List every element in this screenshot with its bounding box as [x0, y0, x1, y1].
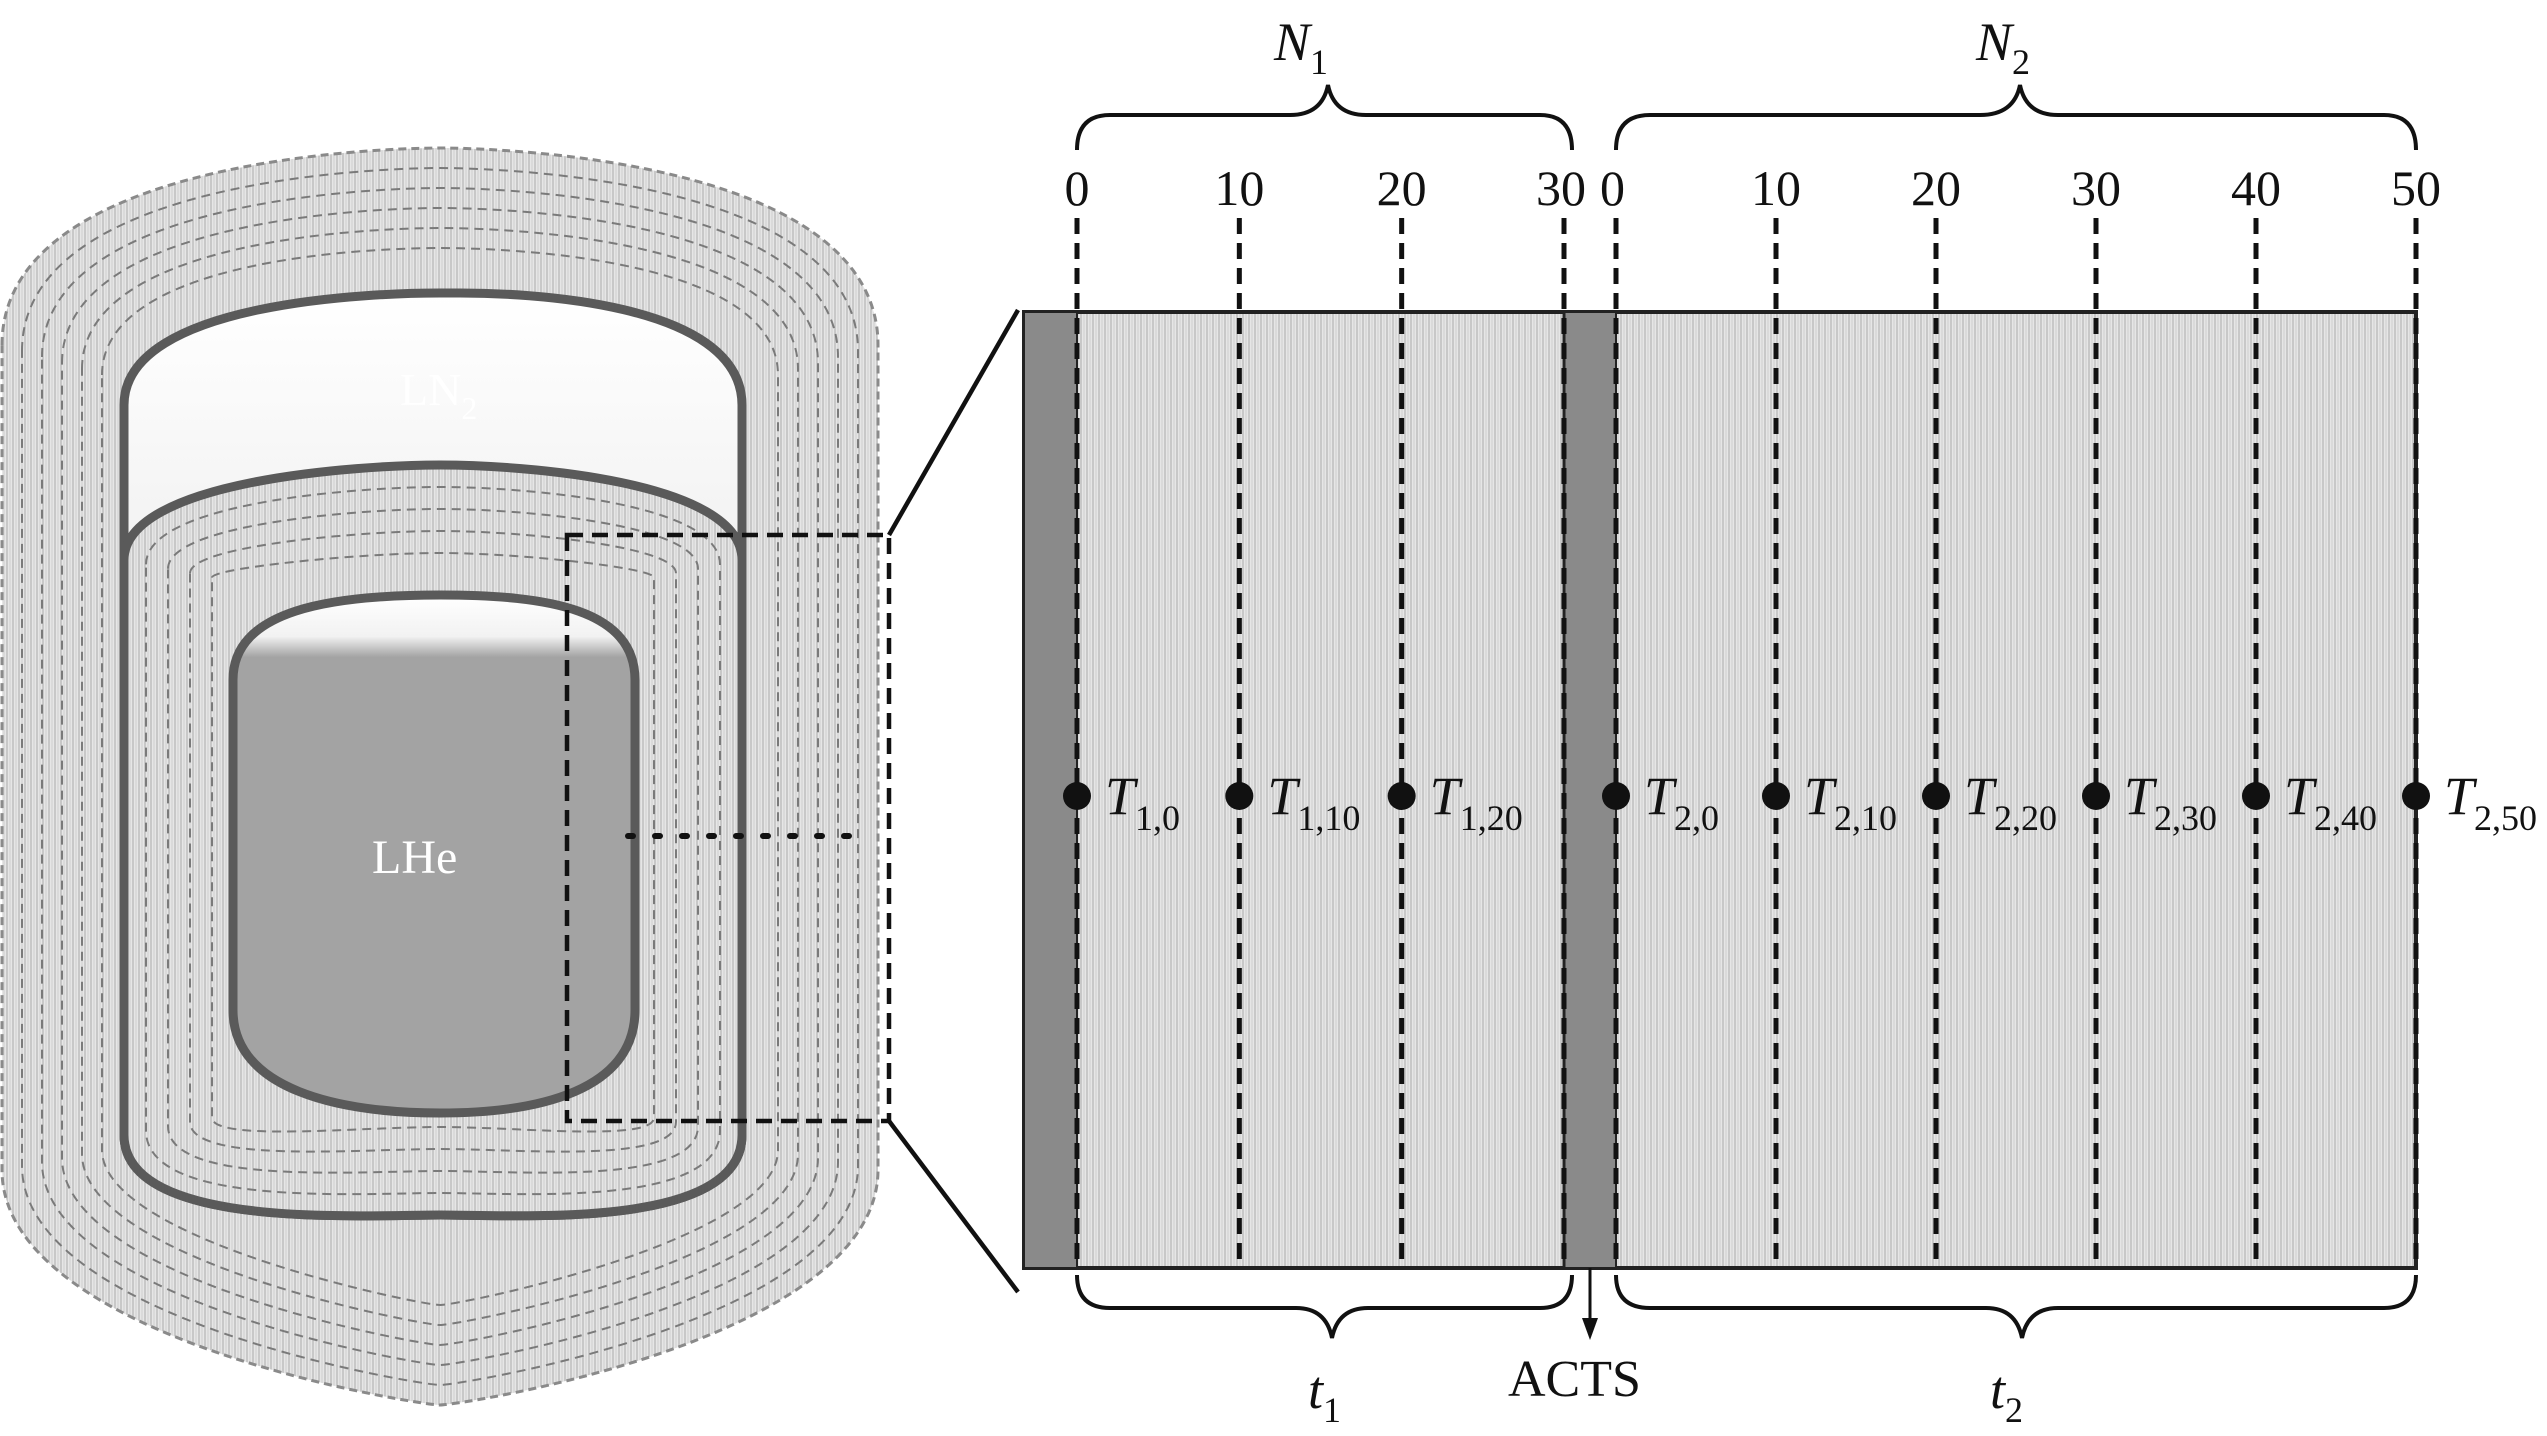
sensor-dot-2-0	[1602, 782, 1630, 810]
brace-t1-label: t1	[1308, 1360, 1341, 1430]
acts-arrow-head	[1582, 1318, 1598, 1340]
brace-n2-label: N2	[1975, 12, 2030, 82]
tick-label-1-0: 0	[1065, 160, 1090, 216]
acts-label: ACTS	[1508, 1351, 1641, 1408]
sensor-dot-2-40	[2242, 782, 2270, 810]
outer-mli-layer	[21, 166, 859, 1387]
sensor-label-1-20: T1,20	[1430, 766, 1523, 838]
sensor-label-2-0: T2,0	[1644, 766, 1719, 838]
sensor-dot-2-20	[1922, 782, 1950, 810]
zoom-connector-top	[887, 308, 1020, 537]
brace-n1	[1075, 84, 1574, 151]
inner-mli-layer	[167, 507, 699, 1174]
temperature-sensors: T1,0 T1,10 T1,20 T2,0 T2,10 T2,20 T2,30 T2,40 T2…	[1063, 766, 2537, 838]
sensor-label-1-0: T1,0	[1105, 766, 1180, 838]
sensor-label-2-10: T2,10	[1804, 766, 1897, 838]
sensor-dot-1-0	[1063, 782, 1091, 810]
tick-label-2-30: 30	[2071, 160, 2121, 216]
brace-t2-label: t2	[1990, 1360, 2023, 1430]
cryostat-cross-section: LN2 LHe	[0, 146, 1020, 1407]
sensor-dot-2-30	[2082, 782, 2110, 810]
zoom-region-box	[564, 532, 892, 1124]
sensor-label-2-30: T2,30	[2124, 766, 2217, 838]
tick-label-2-10: 10	[1751, 160, 1801, 216]
outer-mli-layer	[81, 226, 799, 1327]
brace-t1	[1075, 1274, 1574, 1339]
tick-label-2-20: 20	[1911, 160, 1961, 216]
brace-t2	[1614, 1274, 2418, 1339]
tick-label-1-10: 10	[1214, 160, 1264, 216]
sensor-dot-2-50	[2402, 782, 2430, 810]
sensor-label-1-10: T1,10	[1267, 766, 1360, 838]
lhe-vessel	[228, 590, 640, 1118]
zoom-connector-bottom	[887, 1119, 1020, 1294]
layer-position-lines	[1074, 218, 2419, 1268]
sensor-label-2-40: T2,40	[2284, 766, 2377, 838]
layer-panel	[1022, 310, 2418, 1270]
sensor-label-2-20: T2,20	[1964, 766, 2057, 838]
tick-label-1-30: 30	[1536, 160, 1586, 216]
sensor-label-2-50: T2,50	[2444, 766, 2537, 838]
tick-label-2-40: 40	[2231, 160, 2281, 216]
inner-mli-layers	[145, 485, 721, 1196]
sensor-dot-2-10	[1762, 782, 1790, 810]
brace-n1-label: N1	[1273, 12, 1328, 82]
sensor-dot-1-10	[1225, 782, 1254, 810]
ln2-label: LN2	[400, 364, 477, 426]
tick-label-1-20: 20	[1377, 160, 1427, 216]
inner-mli-layer	[211, 551, 655, 1133]
lhe-label: LHe	[372, 831, 457, 884]
tick-label-2-50: 50	[2391, 160, 2441, 216]
brace-n2	[1614, 84, 2418, 151]
panel-insulation	[1022, 310, 2418, 1270]
outer-mli-layers	[21, 166, 859, 1387]
sensor-dot-1-20	[1387, 782, 1416, 810]
tick-label-2-0: 0	[1600, 160, 1625, 216]
inner-mli-layer	[145, 485, 721, 1196]
outer-mli-layer	[41, 186, 839, 1367]
inner-mli-layer	[189, 529, 677, 1153]
